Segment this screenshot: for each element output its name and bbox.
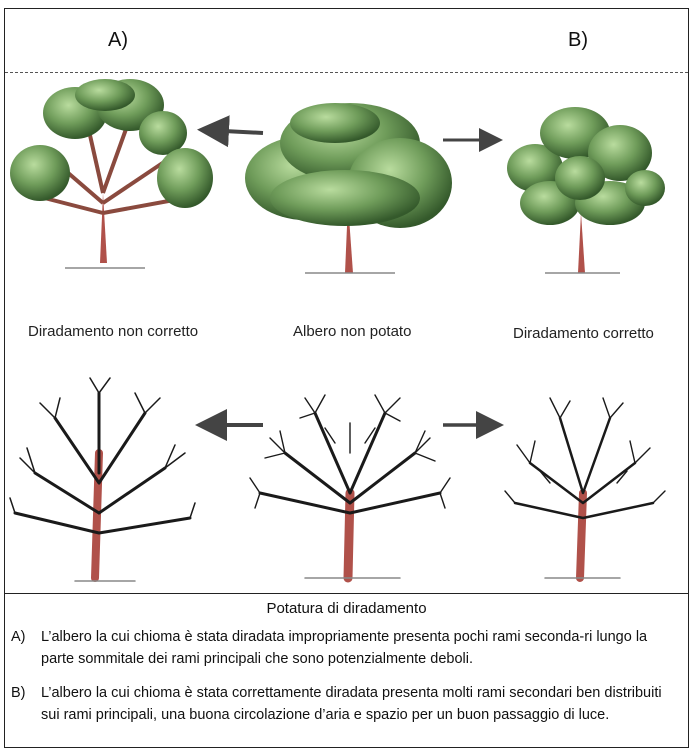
- explanation-section: Potatura di diradamento A) L’albero la c…: [5, 593, 688, 723]
- header-row: A) B): [5, 9, 688, 73]
- tree-incorrect-branches: [9, 377, 196, 582]
- figure-frame: A) B): [4, 8, 689, 748]
- tree-unpruned-branches: [249, 394, 451, 583]
- tree-drawings: [9, 79, 666, 583]
- note-b-letter: B): [11, 685, 26, 701]
- note-a: A) L’albero la cui chioma è stata dirada…: [11, 626, 671, 670]
- note-b-text: L’albero la cui chioma è stata correttam…: [41, 685, 662, 723]
- tree-correct-branches: [504, 397, 666, 582]
- caption-incorrect: Diradamento non corretto: [28, 323, 199, 340]
- label-b: B): [568, 29, 588, 51]
- tree-correct-foliage: [507, 107, 665, 274]
- tree-illustration: Diradamento non corretto Albero non pota…: [5, 73, 688, 593]
- note-b: B) L’albero la cui chioma è stata corret…: [11, 682, 671, 726]
- section-title: Potatura di diradamento: [266, 600, 427, 617]
- tree-incorrect-foliage: [10, 79, 213, 269]
- tree-unpruned-foliage: [245, 103, 452, 274]
- note-a-text: L’albero la cui chioma è stata diradata …: [41, 629, 648, 667]
- caption-correct: Diradamento corretto: [513, 325, 654, 342]
- arrow-left-top: [197, 115, 264, 148]
- label-a: A): [108, 29, 128, 51]
- caption-unpruned: Albero non potato: [293, 323, 412, 340]
- note-a-letter: A): [11, 629, 26, 645]
